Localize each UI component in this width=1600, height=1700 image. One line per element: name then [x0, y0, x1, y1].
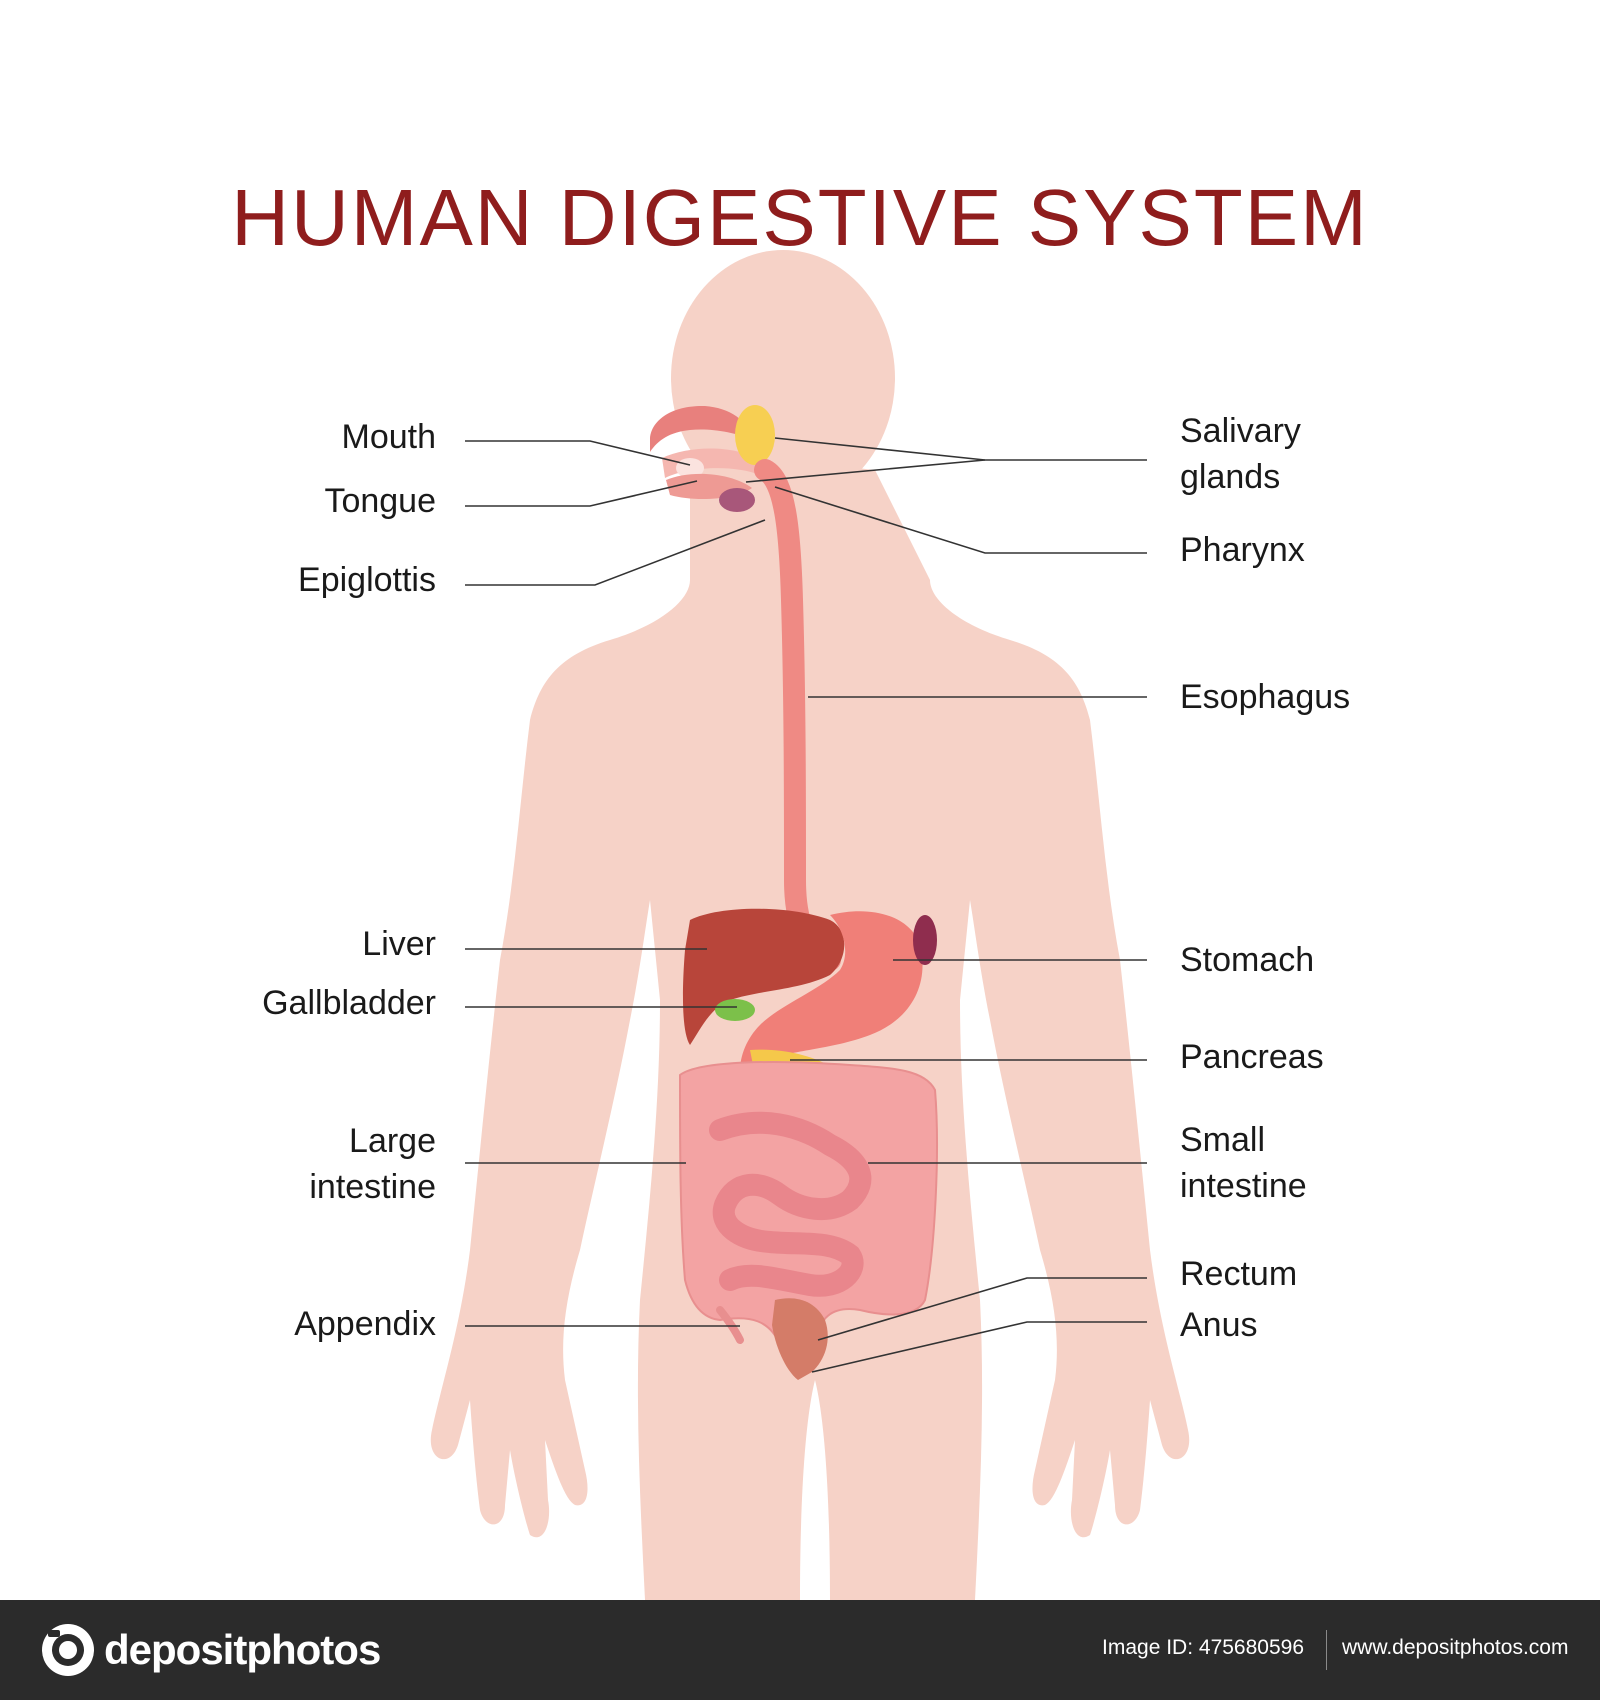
site-url-link[interactable]: www.depositphotos.com: [1342, 1636, 1569, 1659]
label-gallbladder: Gallbladder: [262, 984, 436, 1022]
label-liver: Liver: [362, 925, 436, 963]
label-epiglottis: Epiglottis: [298, 561, 436, 599]
label-salivary-glands-line1: Salivary: [1180, 412, 1301, 450]
footer-bar: depositphotos Image ID: 475680596 www.de…: [0, 1600, 1600, 1700]
brand-logo-text: depositphotos: [104, 1626, 381, 1673]
label-salivary-glands: Salivary glands: [1180, 408, 1301, 500]
label-small-intestine-line1: Small: [1180, 1121, 1266, 1159]
rectum-organ: [772, 1298, 828, 1380]
label-large-intestine: Large intestine: [309, 1118, 436, 1210]
digestive-diagram: [430, 250, 1190, 1600]
label-mouth: Mouth: [341, 418, 437, 456]
label-esophagus: Esophagus: [1180, 678, 1351, 716]
label-stomach: Stomach: [1180, 941, 1315, 979]
camera-logo-icon: [42, 1624, 94, 1676]
label-appendix: Appendix: [294, 1305, 436, 1343]
label-small-intestine: Small intestine: [1180, 1117, 1307, 1209]
stomach-sphincter: [913, 915, 937, 965]
label-salivary-glands-line2: glands: [1180, 458, 1281, 496]
image-id-text: Image ID: 475680596: [1102, 1636, 1304, 1659]
small-intestine-organ: [709, 1111, 872, 1297]
label-tongue: Tongue: [324, 482, 436, 520]
liver-organ: [682, 908, 845, 1045]
label-small-intestine-line2: intestine: [1180, 1167, 1307, 1205]
label-rectum: Rectum: [1180, 1255, 1298, 1293]
footer-divider: [1326, 1630, 1327, 1670]
label-large-intestine-line2: intestine: [309, 1168, 436, 1206]
gallbladder-organ: [715, 999, 755, 1021]
label-pancreas: Pancreas: [1180, 1038, 1324, 1076]
label-anus: Anus: [1180, 1306, 1258, 1344]
label-large-intestine-line1: Large: [349, 1122, 436, 1160]
stomach-organ: [740, 911, 923, 1090]
page-title: HUMAN DIGESTIVE SYSTEM: [231, 172, 1369, 262]
appendix-organ: [716, 1306, 744, 1344]
label-pharynx: Pharynx: [1180, 531, 1305, 569]
leader-lines: [465, 437, 1147, 1373]
